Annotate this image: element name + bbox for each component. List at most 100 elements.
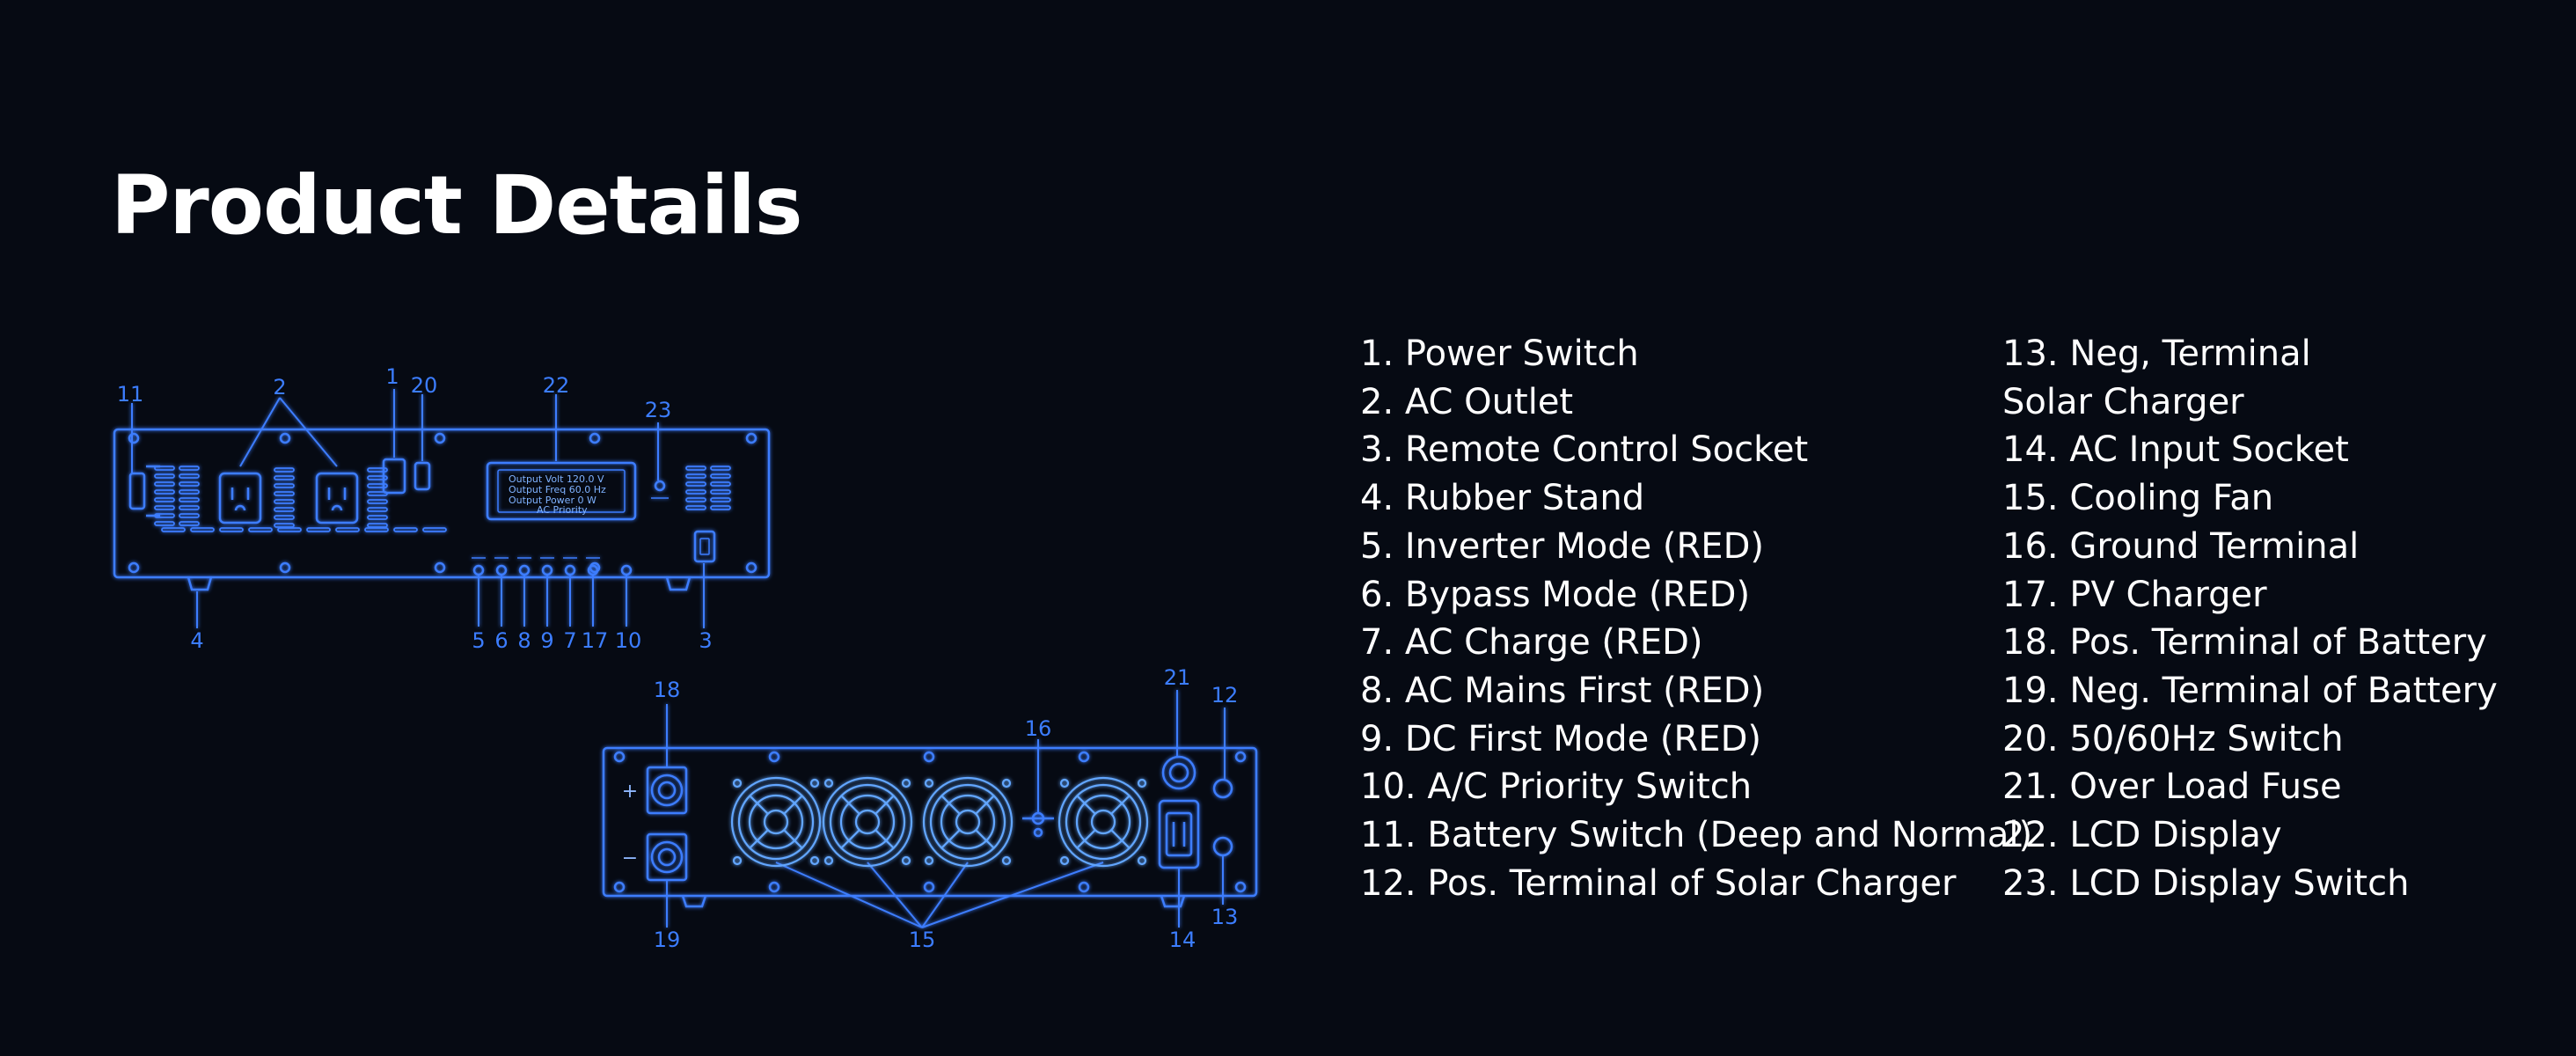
vent-slot (274, 475, 295, 480)
callout-3: 3 (699, 628, 712, 653)
vent-slot (274, 467, 295, 473)
vent-slot (367, 523, 388, 528)
lcd-text: Output Volt 120.0 V Output Freq 60.0 Hz … (509, 473, 606, 516)
vent-slot (685, 481, 706, 487)
vent-slot (710, 473, 731, 479)
vent-slot (710, 489, 731, 495)
screw (923, 751, 935, 763)
vent-slot (710, 481, 731, 487)
battery-negative-terminal (646, 832, 688, 882)
vent-slot (179, 473, 200, 479)
front-panel-outline (113, 428, 771, 579)
screw (279, 561, 291, 574)
lcd-display-switch (654, 480, 666, 492)
callout-6: 6 (494, 628, 508, 653)
screw (1078, 881, 1090, 893)
screw (279, 432, 291, 444)
screw (613, 881, 626, 893)
front-foot-right (665, 576, 692, 591)
vent-slot (685, 505, 706, 510)
rear-panel-outline (602, 746, 1258, 898)
callout-16: 16 (1025, 716, 1052, 741)
frequency-switch (413, 461, 431, 491)
legend-item: 3. Remote Control Socket (1360, 429, 1809, 471)
legend-item: 7. AC Charge (RED) (1360, 622, 1703, 664)
vent-slot (335, 527, 360, 532)
legend-item: 11. Battery Switch (Deep and Normal) (1360, 815, 2033, 856)
legend-item: 22. LCD Display (2002, 815, 2282, 856)
callout-18: 18 (654, 678, 681, 702)
legend-item: 17. PV Charger (2002, 574, 2267, 615)
vent-slot (179, 466, 200, 471)
battery-switch (128, 472, 146, 510)
ground-terminal (1022, 811, 1054, 838)
solar-positive-terminal (1212, 778, 1233, 799)
vent-slot (274, 491, 295, 496)
legend-column-left: 1. Power Switch 2. AC Outlet 3. Remote C… (1360, 330, 2032, 907)
callout-9: 9 (540, 628, 553, 653)
led-row (472, 557, 633, 576)
vent-slot (367, 499, 388, 504)
ac-outlet-left (218, 472, 262, 524)
vent-slot (277, 527, 302, 532)
vent-slot (154, 481, 175, 487)
lcd-line-1: Output Volt 120.0 V (509, 473, 604, 485)
vent-slot (154, 505, 175, 510)
callout-1: 1 (385, 364, 399, 389)
legend-item: 16. Ground Terminal (2002, 525, 2360, 567)
ac-input-socket (1158, 799, 1200, 869)
callout-5: 5 (472, 628, 485, 653)
vent-slot (367, 491, 388, 496)
screw (434, 561, 446, 574)
legend-item: 14. AC Input Socket (2002, 429, 2349, 471)
screw (768, 881, 780, 893)
vent-slot (274, 499, 295, 504)
front-vents (154, 466, 731, 532)
vent-slot (367, 507, 388, 512)
callout-22: 22 (543, 373, 570, 398)
legend-item: 9. DC First Mode (RED) (1360, 718, 1761, 759)
legend-item: 21. Over Load Fuse (2002, 766, 2342, 808)
screw (434, 432, 446, 444)
front-foot-left (187, 576, 213, 591)
plus-sign: + (622, 781, 638, 803)
vent-slot (179, 481, 200, 487)
vent-slot (179, 521, 200, 526)
vent-slot (179, 505, 200, 510)
vent-slot (685, 489, 706, 495)
screw (768, 751, 780, 763)
legend-item: 8. AC Mains First (RED) (1360, 670, 1765, 711)
vent-slot (306, 527, 331, 532)
legend-item: 6. Bypass Mode (RED) (1360, 574, 1751, 615)
page-title: Product Details (111, 158, 803, 253)
vent-slot (685, 466, 706, 471)
legend-item: 1. Power Switch (1360, 334, 1639, 374)
callout-2: 2 (273, 375, 286, 400)
callout-10: 10 (615, 628, 642, 653)
vent-slot (364, 527, 389, 532)
callout-14: 14 (1169, 928, 1197, 952)
callout-17: 17 (582, 628, 609, 653)
vent-slot (179, 489, 200, 495)
rear-polarity: + − (622, 781, 638, 869)
product-diagram: Output Volt 120.0 V Output Freq 60.0 Hz … (113, 364, 1258, 952)
callout-8: 8 (517, 628, 531, 653)
vent-slot (154, 513, 175, 518)
legend-item: Solar Charger (2002, 381, 2244, 422)
legend-item: 5. Inverter Mode (RED) (1360, 525, 1764, 567)
vent-slot (190, 527, 215, 532)
screw (128, 432, 140, 444)
vent-slot (154, 473, 175, 479)
ac-outlet-right (315, 472, 359, 524)
over-load-fuse (1161, 755, 1197, 790)
vent-slot (154, 521, 175, 526)
screw (613, 751, 626, 763)
screw (1234, 751, 1247, 763)
vent-slot (274, 523, 295, 528)
vent-slot (393, 527, 418, 532)
lcd-display-inner (497, 469, 626, 513)
legend-item: 19. Neg. Terminal of Battery (2002, 670, 2498, 711)
front-panel (113, 389, 771, 628)
vent-slot (154, 497, 175, 502)
vent-slot (274, 515, 295, 520)
